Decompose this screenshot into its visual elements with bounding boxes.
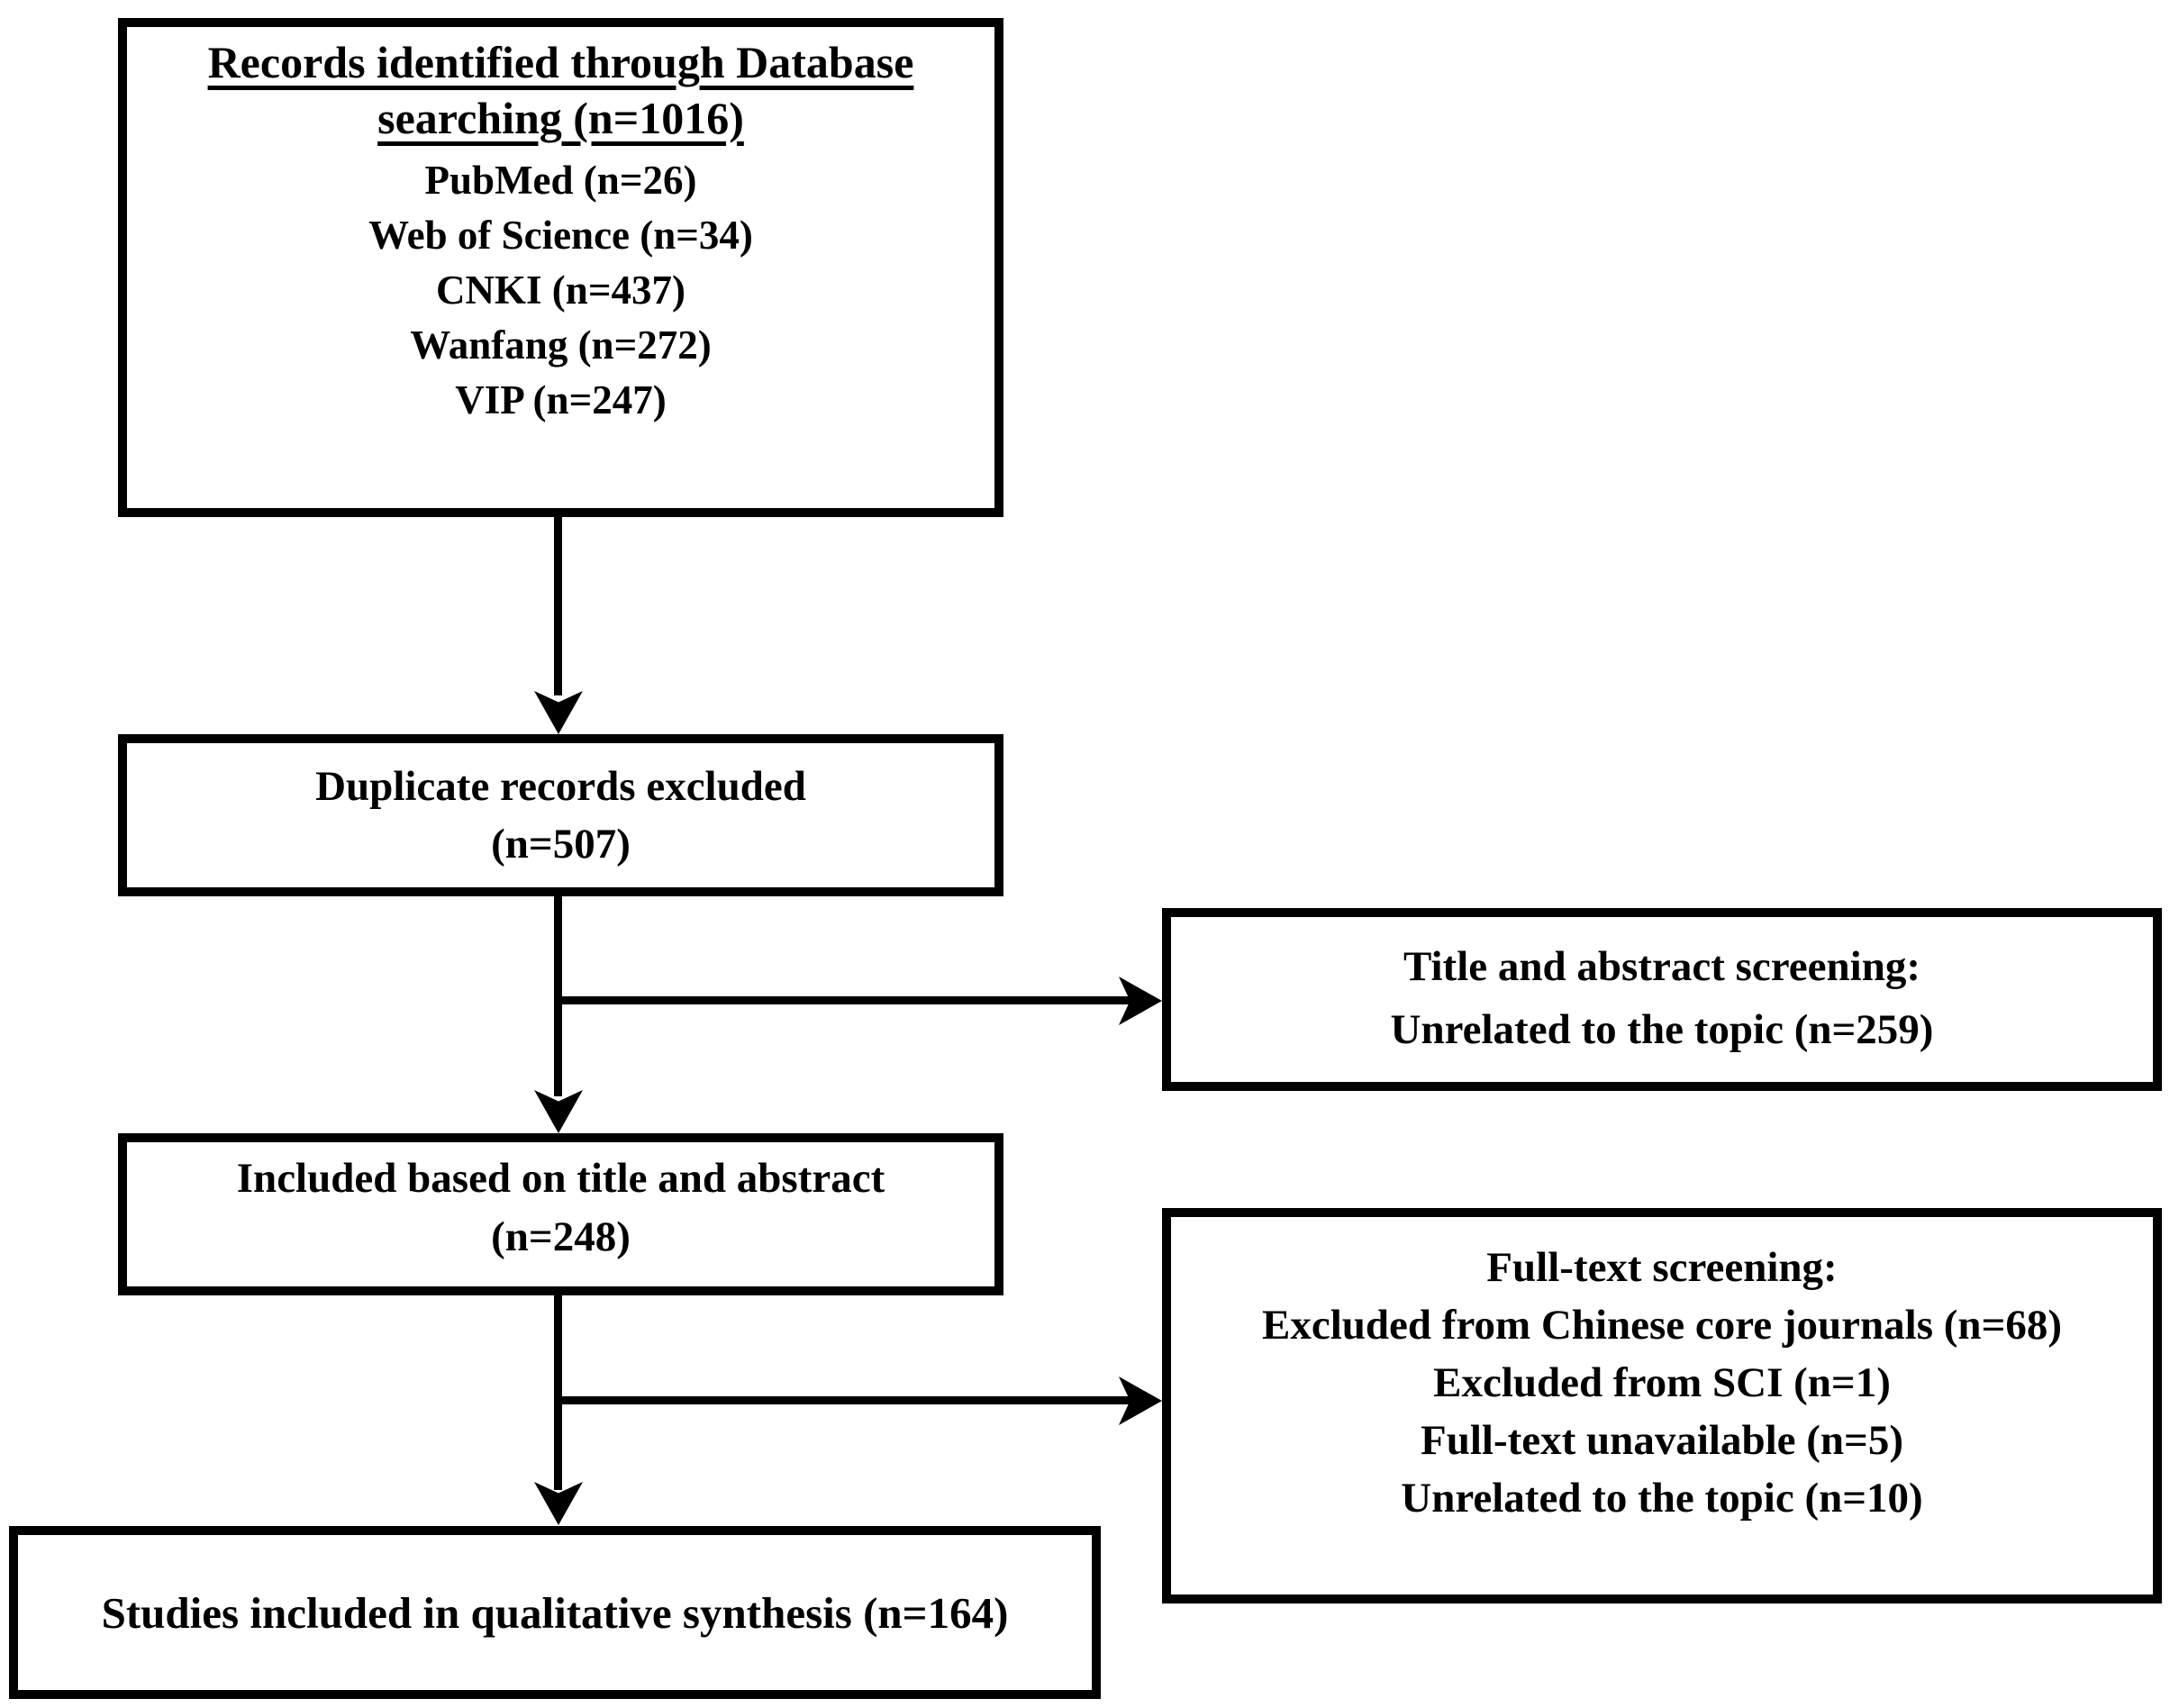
duplicates-line-2: (n=507) bbox=[491, 821, 631, 868]
identification-box: Records identified through Database sear… bbox=[118, 18, 1003, 517]
qualitative-synthesis-box: Studies included in qualitative synthesi… bbox=[9, 1526, 1101, 1699]
fulltext-screening-box: Full-text screening: Excluded from Chine… bbox=[1162, 1208, 2162, 1604]
flow-branch-to-fulltext-screening bbox=[554, 1396, 1130, 1404]
identification-title-line-1: Records identified through Database bbox=[207, 37, 914, 87]
included-line-1: Included based on title and abstract bbox=[236, 1155, 885, 1202]
identification-title-line-2: searching (n=1016) bbox=[377, 93, 744, 143]
database-item-wanfang: Wanfang (n=272) bbox=[410, 323, 712, 368]
duplicates-line-1: Duplicate records excluded bbox=[315, 763, 806, 810]
title-abstract-screening-line-2: Unrelated to the topic (n=259) bbox=[1390, 1006, 1934, 1053]
arrowhead-down-icon bbox=[534, 1090, 583, 1133]
fulltext-excluded-sci: Excluded from SCI (n=1) bbox=[1433, 1359, 1891, 1406]
synthesis-line-1: Studies included in qualitative synthesi… bbox=[101, 1587, 1009, 1638]
flow-branch-to-title-abstract-screening bbox=[554, 996, 1130, 1004]
arrowhead-down-icon bbox=[534, 691, 583, 734]
flow-line-duplicates-to-included bbox=[554, 895, 562, 1096]
database-item-pubmed: PubMed (n=26) bbox=[424, 158, 697, 203]
fulltext-unavailable: Full-text unavailable (n=5) bbox=[1421, 1417, 1903, 1464]
included-title-abstract-box: Included based on title and abstract (n=… bbox=[118, 1133, 1003, 1295]
database-item-web-of-science: Web of Science (n=34) bbox=[368, 213, 753, 258]
title-abstract-screening-line-1: Title and abstract screening: bbox=[1403, 943, 1920, 990]
duplicates-excluded-box: Duplicate records excluded (n=507) bbox=[118, 734, 1003, 896]
fulltext-unrelated-topic: Unrelated to the topic (n=10) bbox=[1401, 1475, 1923, 1522]
flow-line-included-to-synthesis bbox=[554, 1294, 562, 1490]
fulltext-excluded-core-journals: Excluded from Chinese core journals (n=6… bbox=[1262, 1302, 2062, 1349]
identification-database-list: PubMed (n=26) Web of Science (n=34) CNKI… bbox=[127, 153, 994, 428]
database-item-vip: VIP (n=247) bbox=[455, 377, 667, 422]
fulltext-screening-title: Full-text screening: bbox=[1486, 1244, 1838, 1291]
included-line-2: (n=248) bbox=[491, 1213, 631, 1260]
flow-line-identification-to-duplicates bbox=[554, 515, 562, 695]
database-item-cnki: CNKI (n=437) bbox=[436, 268, 685, 313]
title-abstract-screening-box: Title and abstract screening: Unrelated … bbox=[1162, 908, 2162, 1091]
